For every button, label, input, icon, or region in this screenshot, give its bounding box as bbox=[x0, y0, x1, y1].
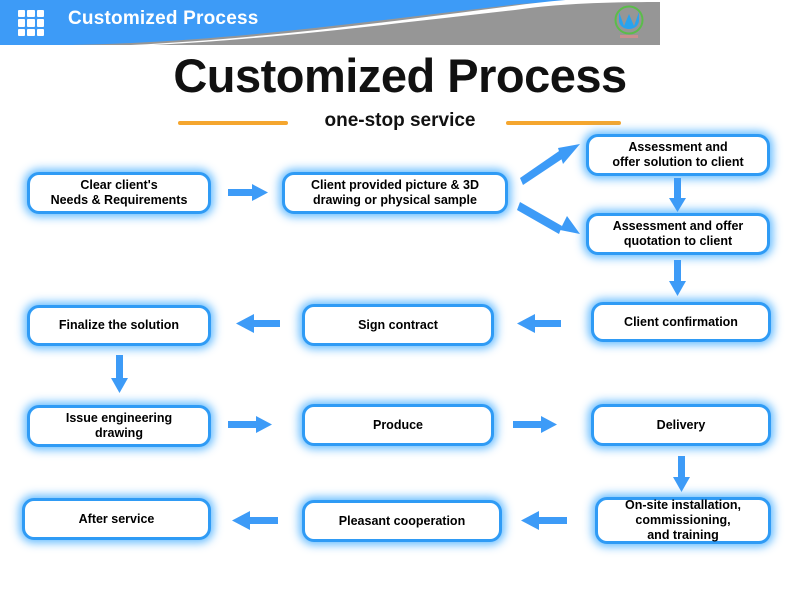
subtitle-rule-right bbox=[506, 121, 621, 125]
node-client-confirmation[interactable]: Client confirmation bbox=[591, 302, 771, 342]
arrow-delivery-to-onsite bbox=[670, 456, 694, 494]
header-title: Customized Process bbox=[68, 8, 259, 29]
node-finalize-solution[interactable]: Finalize the solution bbox=[27, 305, 211, 346]
arrow-sign-contract-to-finalize bbox=[232, 312, 282, 336]
page-header: Customized Process bbox=[0, 0, 660, 45]
arrow-onsite-to-cooperation bbox=[517, 509, 569, 533]
page-subtitle: one-stop service bbox=[324, 110, 476, 131]
header-curved-band bbox=[70, 0, 660, 45]
arrow-client-provided-to-assessment-solution bbox=[518, 140, 584, 185]
node-produce[interactable]: Produce bbox=[302, 404, 494, 446]
node-onsite-installation[interactable]: On-site installation,commissioning,and t… bbox=[595, 497, 771, 544]
arrow-assessment-quotation-to-confirmation bbox=[667, 260, 689, 298]
arrow-finalize-to-issue-drawing bbox=[108, 355, 132, 395]
arrow-confirmation-to-sign-contract bbox=[513, 312, 563, 336]
node-sign-contract[interactable]: Sign contract bbox=[302, 304, 494, 346]
arrow-cooperation-to-after-service bbox=[228, 509, 280, 533]
node-pleasant-cooperation[interactable]: Pleasant cooperation bbox=[302, 500, 502, 542]
node-after-service[interactable]: After service bbox=[22, 498, 211, 540]
subtitle-row: one-stop service bbox=[0, 110, 800, 134]
arrow-client-provided-to-assessment-quotation bbox=[517, 196, 584, 240]
node-delivery[interactable]: Delivery bbox=[591, 404, 771, 446]
company-logo-icon bbox=[614, 5, 644, 38]
page-title: Customized Process bbox=[173, 49, 627, 102]
grid-menu-icon[interactable] bbox=[18, 10, 44, 36]
arrow-produce-to-delivery bbox=[513, 414, 561, 436]
arrow-assessment-solution-to-quotation bbox=[667, 178, 689, 214]
arrow-issue-drawing-to-produce bbox=[228, 414, 276, 436]
arrow-clear-needs-to-client-provided bbox=[228, 182, 270, 204]
subtitle-rule-left bbox=[178, 121, 288, 125]
